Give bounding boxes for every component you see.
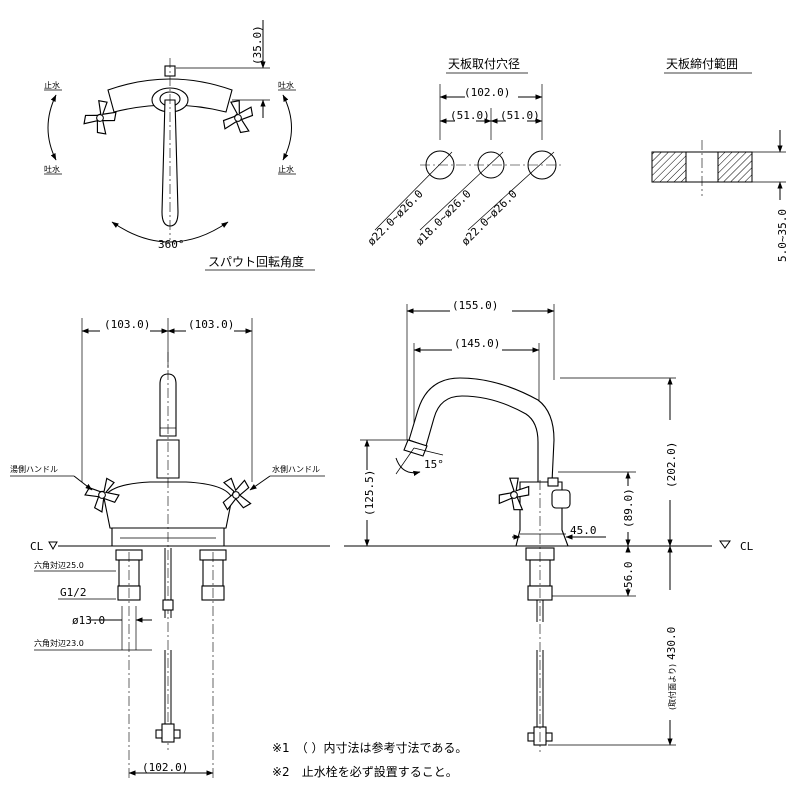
label-hot-handle: 湯側ハンドル xyxy=(10,464,58,474)
dim-hose-length: (取付面より)430.0 xyxy=(665,627,678,710)
label-diameter: ø13.0 xyxy=(72,614,105,627)
counter-right xyxy=(717,151,753,183)
dim-thickness-range: 5.0~35.0 xyxy=(776,209,789,262)
label-cold-handle: 水側ハンドル xyxy=(272,464,320,474)
right-handle-arc xyxy=(282,94,292,161)
mount-hole-title: 天板取付穴径 xyxy=(448,56,520,71)
angle-label: 15° xyxy=(424,458,444,471)
dim-spout-height: (125.5) xyxy=(363,470,376,516)
dim-total-height: (202.0) xyxy=(665,442,678,488)
spout-rotation-arc xyxy=(111,221,229,243)
dim-hole-total: (102.0) xyxy=(464,86,510,99)
dim-base-width: 45.0 xyxy=(570,524,597,537)
dim-front-right: (103.0) xyxy=(188,318,234,331)
dim-outer-reach: (155.0) xyxy=(452,299,498,312)
side-view: (155.0) (145.0) 15° (125.5) 45.0 CL xyxy=(344,299,754,752)
right-shank xyxy=(199,549,227,780)
rotation-caption: スパウト回転角度 xyxy=(208,254,304,269)
dim-inner-reach: (145.0) xyxy=(454,337,500,350)
dim-below-top: 56.0 xyxy=(622,562,635,589)
note-1: ※1 （ ）内寸法は参考寸法である。 xyxy=(272,740,467,755)
rotation-angle: 360° xyxy=(158,238,185,251)
dim-pitch-right: (51.0) xyxy=(500,109,540,122)
top-view: 止水 吐水 吐水 止水 (35.0) 360° スパウト回転角度 xyxy=(44,20,315,271)
front-cl-label: CL xyxy=(30,540,44,553)
dim-front-left: (103.0) xyxy=(104,318,150,331)
dim-top-height: (35.0) xyxy=(251,25,264,65)
dim-pitch-left: (51.0) xyxy=(450,109,490,122)
left-handle-arc xyxy=(47,94,57,161)
mount-range-title: 天板締付範囲 xyxy=(666,56,738,71)
label-stop-left: 止水 xyxy=(44,80,60,90)
front-view: (103.0) (103.0) 湯側ハンドル 水側ハンドル CL xyxy=(10,318,330,780)
dim-body-height: (89.0) xyxy=(622,488,635,528)
dim-front-bottom: (102.0) xyxy=(142,761,188,774)
label-stop-right: 止水 xyxy=(278,164,294,174)
label-hex-bottom: 六角対辺23.0 xyxy=(34,638,84,648)
counter-left xyxy=(651,151,687,183)
label-discharge-left: 吐水 xyxy=(44,164,60,174)
label-discharge-right: 吐水 xyxy=(278,80,294,90)
mount-hole-view: 天板取付穴径 (102.0) (51.0) (51.0) ø22.0~ø26.0… xyxy=(365,56,562,248)
mount-range-view: 天板締付範囲 5.0~35.0 xyxy=(651,56,789,262)
label-thread: G1/2 xyxy=(60,586,87,599)
left-shank xyxy=(115,549,143,780)
note-2: ※2 止水栓を必ず設置すること。 xyxy=(272,764,458,779)
notes: ※1 （ ）内寸法は参考寸法である。 ※2 止水栓を必ず設置すること。 xyxy=(272,740,467,779)
side-cl-label: CL xyxy=(740,540,754,553)
top-view-body xyxy=(107,58,233,240)
label-hex-top: 六角対辺25.0 xyxy=(34,560,84,570)
